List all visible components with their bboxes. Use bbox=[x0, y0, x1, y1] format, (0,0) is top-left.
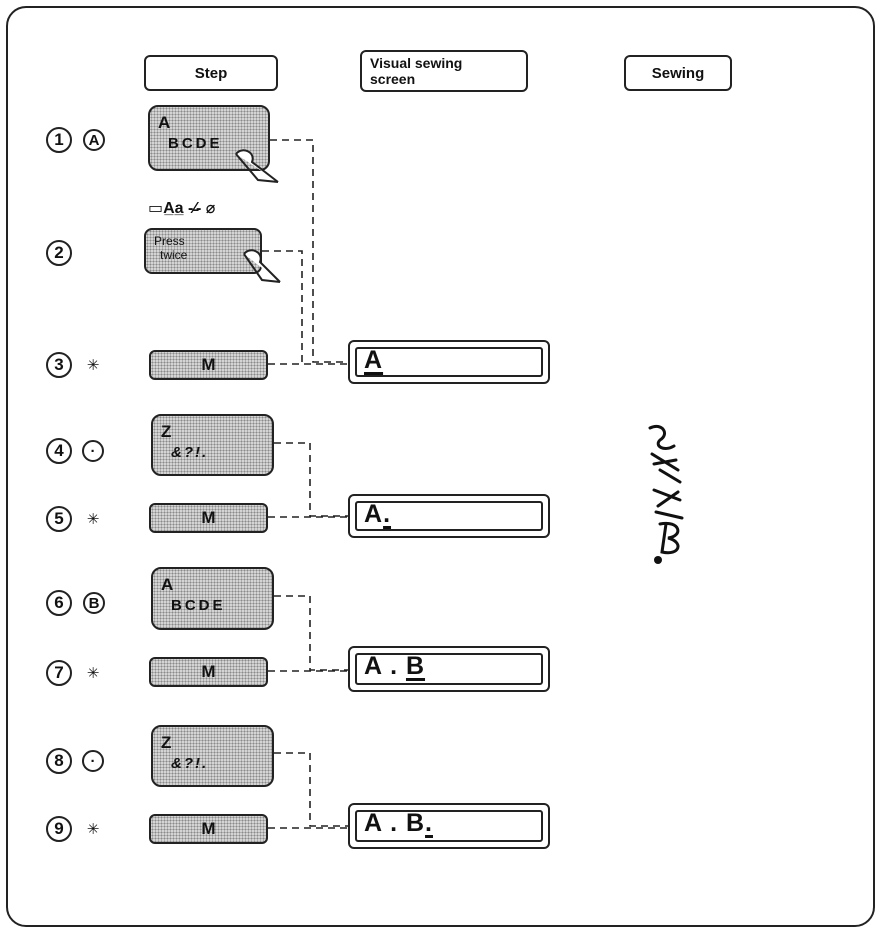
memory-indicator-icon: ✳ bbox=[82, 354, 104, 376]
key-label-bottom: BCDE bbox=[168, 135, 223, 152]
key-label-top: A bbox=[161, 575, 173, 595]
memory-indicator-icon: ✳ bbox=[82, 508, 104, 530]
memory-indicator-icon: ✳ bbox=[82, 662, 104, 684]
symbol-key-step8[interactable]: Z &?!. bbox=[151, 725, 274, 787]
key-label-bottom: &?!. bbox=[171, 755, 208, 772]
screen-text: A bbox=[364, 346, 383, 375]
step-number-5: 5 bbox=[46, 506, 72, 532]
pattern-a-icon: A bbox=[83, 129, 105, 151]
screen-text: A . B. bbox=[364, 809, 433, 838]
mode-indicator-icons: ▭A̲a̲ -⁄̵- ⌀ bbox=[148, 198, 215, 218]
step-number-6: 6 bbox=[46, 590, 72, 616]
connector-step4 bbox=[274, 443, 348, 516]
memory-indicator-icon: ✳ bbox=[82, 818, 104, 840]
visual-screen-step3: A bbox=[348, 340, 550, 384]
step-number-4: 4 bbox=[46, 438, 72, 464]
memory-key-step5[interactable]: M bbox=[149, 503, 268, 533]
press-label: Press bbox=[154, 234, 185, 248]
pattern-b-icon: B bbox=[83, 592, 105, 614]
memory-key-step7[interactable]: M bbox=[149, 657, 268, 687]
step-number-7: 7 bbox=[46, 660, 72, 686]
step-number-9: 9 bbox=[46, 816, 72, 842]
key-label-top: Z bbox=[161, 733, 171, 753]
step-number-8: 8 bbox=[46, 748, 72, 774]
connector-step8 bbox=[274, 753, 348, 826]
twice-label: twice bbox=[160, 248, 187, 262]
connector-step6 bbox=[274, 596, 348, 670]
key-label-top: A bbox=[158, 113, 170, 133]
screen-text: A. bbox=[364, 500, 391, 529]
visual-screen-step9: A . B. bbox=[348, 803, 550, 849]
pressing-finger-icon bbox=[232, 148, 282, 188]
memory-key-step3[interactable]: M bbox=[149, 350, 268, 380]
screen-text: A . B bbox=[364, 652, 425, 681]
symbol-key-step4[interactable]: Z &?!. bbox=[151, 414, 274, 476]
visual-screen-step5: A. bbox=[348, 494, 550, 538]
alphabet-key-step6[interactable]: A BCDE bbox=[151, 567, 274, 630]
key-label-bottom: &?!. bbox=[171, 444, 208, 461]
memory-key-step9[interactable]: M bbox=[149, 814, 268, 844]
key-label-top: Z bbox=[161, 422, 171, 442]
key-label-bottom: BCDE bbox=[171, 597, 226, 614]
step-number-2: 2 bbox=[46, 240, 72, 266]
period-symbol-icon: · bbox=[82, 440, 104, 462]
visual-screen-step7: A . B bbox=[348, 646, 550, 692]
step-number-3: 3 bbox=[46, 352, 72, 378]
pressing-finger-icon bbox=[240, 248, 284, 288]
sewn-pattern-sample bbox=[640, 420, 700, 570]
step-number-1: 1 bbox=[46, 127, 72, 153]
period-symbol-icon: · bbox=[82, 750, 104, 772]
